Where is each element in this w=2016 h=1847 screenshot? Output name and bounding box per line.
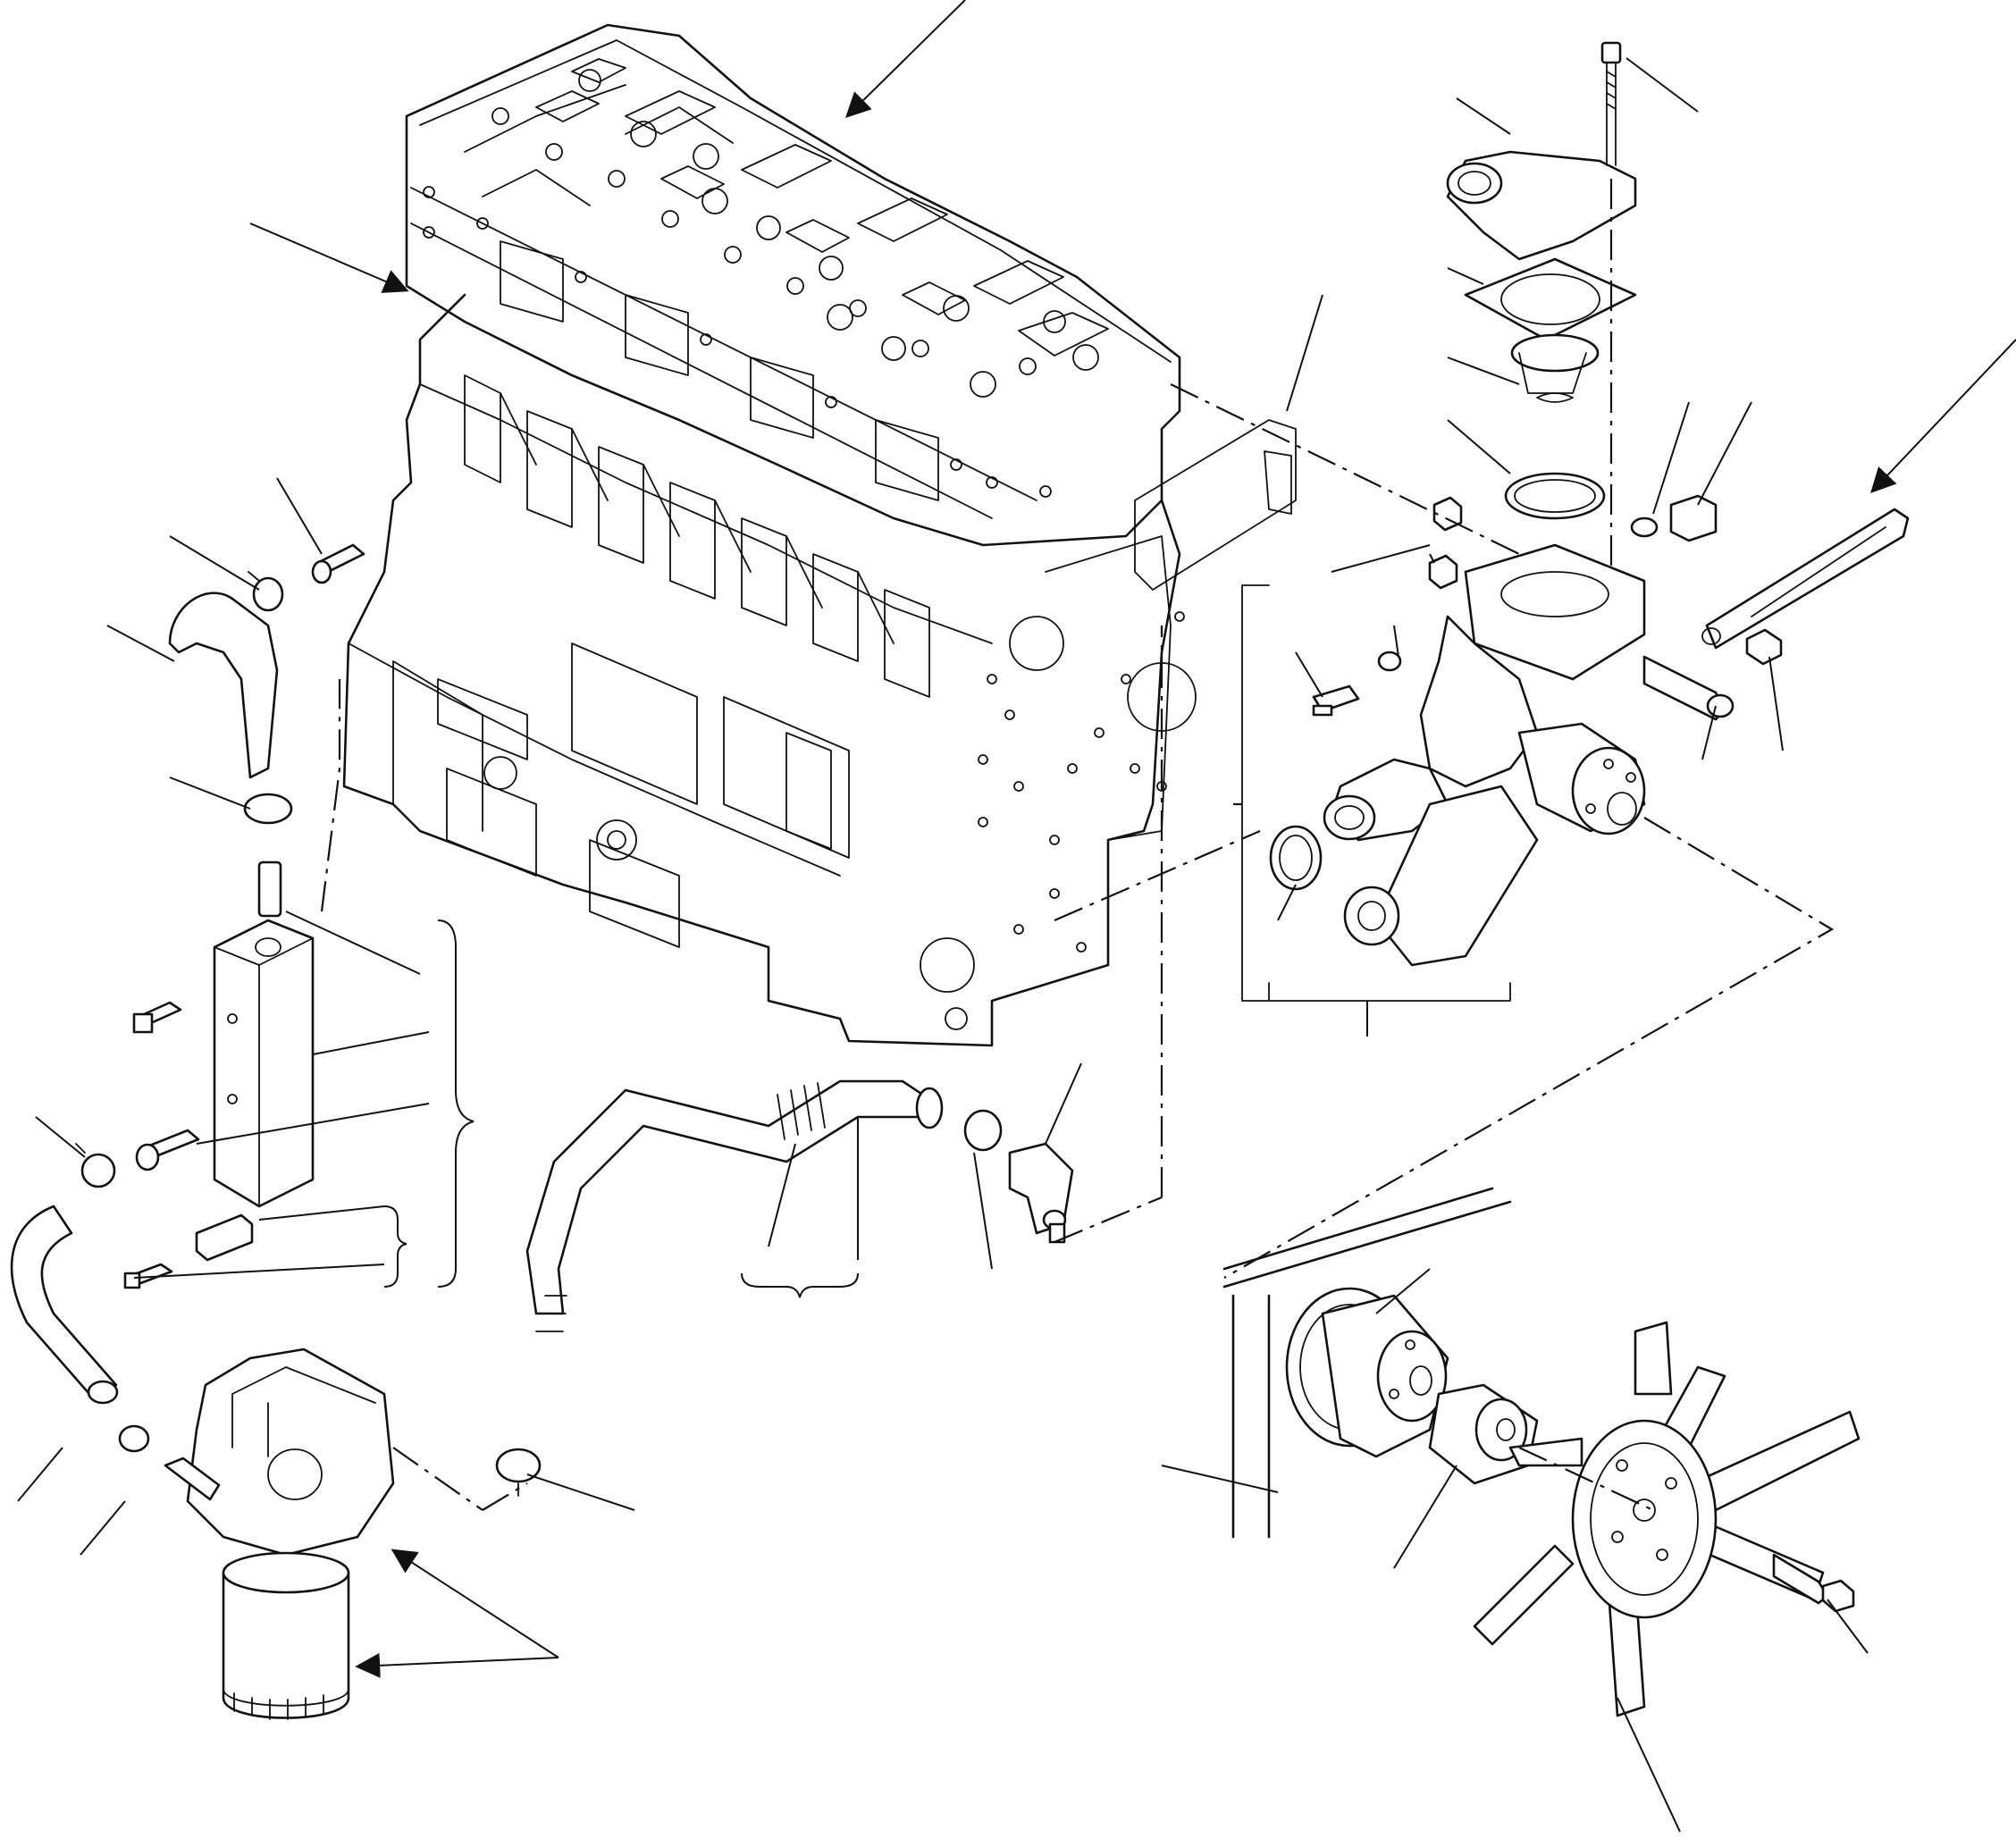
callout-arrows <box>249 0 2016 1678</box>
oil-cooler-lines <box>10 543 1074 1720</box>
thermostat-housing-group <box>1241 41 1910 1037</box>
fan-belt-group <box>1222 1187 1861 1717</box>
cylinder-block <box>342 293 1297 1047</box>
cylinder-head <box>405 23 1181 547</box>
center-lines <box>320 179 1835 1511</box>
leader-lines <box>17 57 1869 1833</box>
fan-icon <box>1473 1321 1861 1717</box>
group-braces <box>383 919 859 1298</box>
